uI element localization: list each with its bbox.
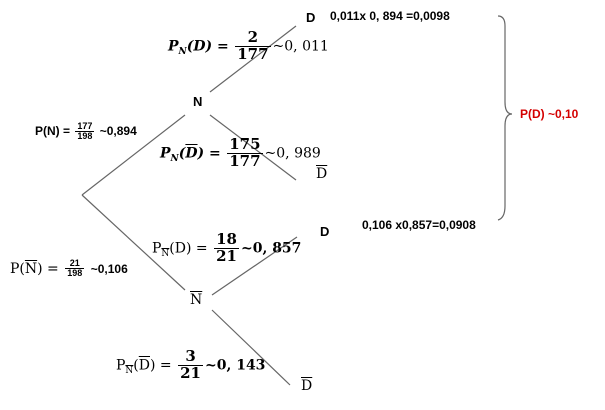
branch-root-to-nbar [81,194,186,291]
product-top: 0,011x 0, 894 =0,0098 [330,9,450,23]
product-bottom: 0,106 x0,857=0,0908 [362,218,476,232]
node-d-top: D [306,10,316,25]
node-d-bottom: D [320,224,330,239]
branch-nbar-to-d [211,236,298,296]
branch-nbar-to-dbar [211,309,291,386]
summary-brace [497,15,513,221]
branch-root-to-n [81,114,186,196]
node-n-bar: N [190,292,203,308]
branch-n-to-dbar [209,114,297,181]
branch-n-to-d [209,25,297,93]
node-n: N [193,94,203,109]
node-d-bar-bottom: D [301,378,313,394]
result-p-d: P(D) ~0,10 [520,107,579,121]
node-d-bar-top: D [316,166,328,182]
